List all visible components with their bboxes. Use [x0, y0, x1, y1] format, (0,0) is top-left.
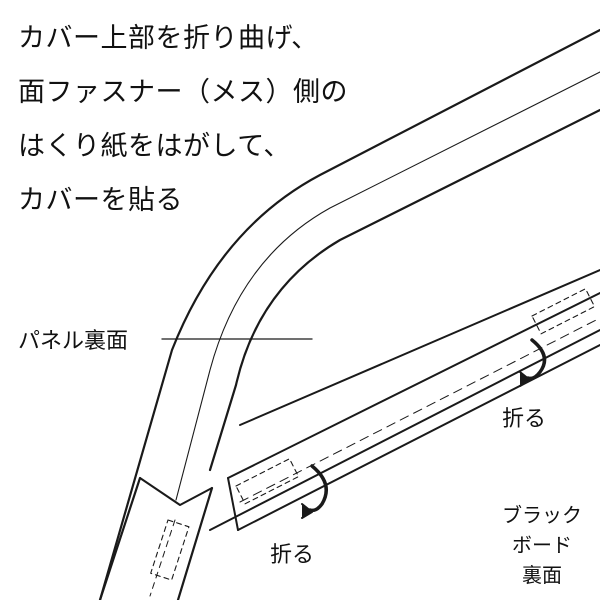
fold-label-right: 折る — [502, 407, 547, 432]
cover-band-bottom — [237, 344, 600, 531]
instruction-line-1: カバー上部を折り曲げ、 — [18, 23, 319, 54]
instruction-line-2: 面ファスナー（メス）側の — [18, 77, 348, 108]
fold-label-left: 折る — [270, 543, 315, 568]
cover-strip-right-edge — [176, 486, 214, 600]
fastener-band-left — [235, 458, 300, 505]
panel-outer-edge — [98, 28, 600, 600]
cover-band-left-end — [227, 477, 239, 531]
cover-strip-top-fold — [139, 477, 213, 506]
instruction-text: カバー上部を折り曲げ、 面ファスナー（メス）側の はくり紙をはがして、 カバーを… — [18, 12, 348, 228]
instruction-line-3: はくり紙をはがして、 — [18, 131, 291, 162]
panel-guide-line — [175, 71, 600, 501]
black-board-back-line-2: ボード — [512, 533, 572, 557]
black-board-back-label: ブラック ボード 裏面 — [492, 500, 592, 590]
fastener-left — [150, 519, 190, 581]
panel-bottom-edge — [209, 329, 600, 531]
black-board-back-line-3: 裏面 — [522, 563, 562, 587]
fastener-band-right — [531, 288, 596, 335]
panel-mid-edge — [239, 269, 600, 426]
instruction-line-4: カバーを貼る — [18, 185, 183, 216]
panel-inner-edge — [208, 108, 600, 472]
curved-fold-arrow-icon-right — [519, 338, 547, 387]
cover-band-top — [227, 292, 600, 479]
seam-left — [149, 519, 176, 597]
panel-back-label: パネル裏面 — [18, 329, 129, 354]
curved-fold-arrow-icon-left — [301, 464, 328, 519]
cover-strip-left-edge — [98, 476, 142, 600]
black-board-back-line-1: ブラック — [502, 503, 582, 527]
